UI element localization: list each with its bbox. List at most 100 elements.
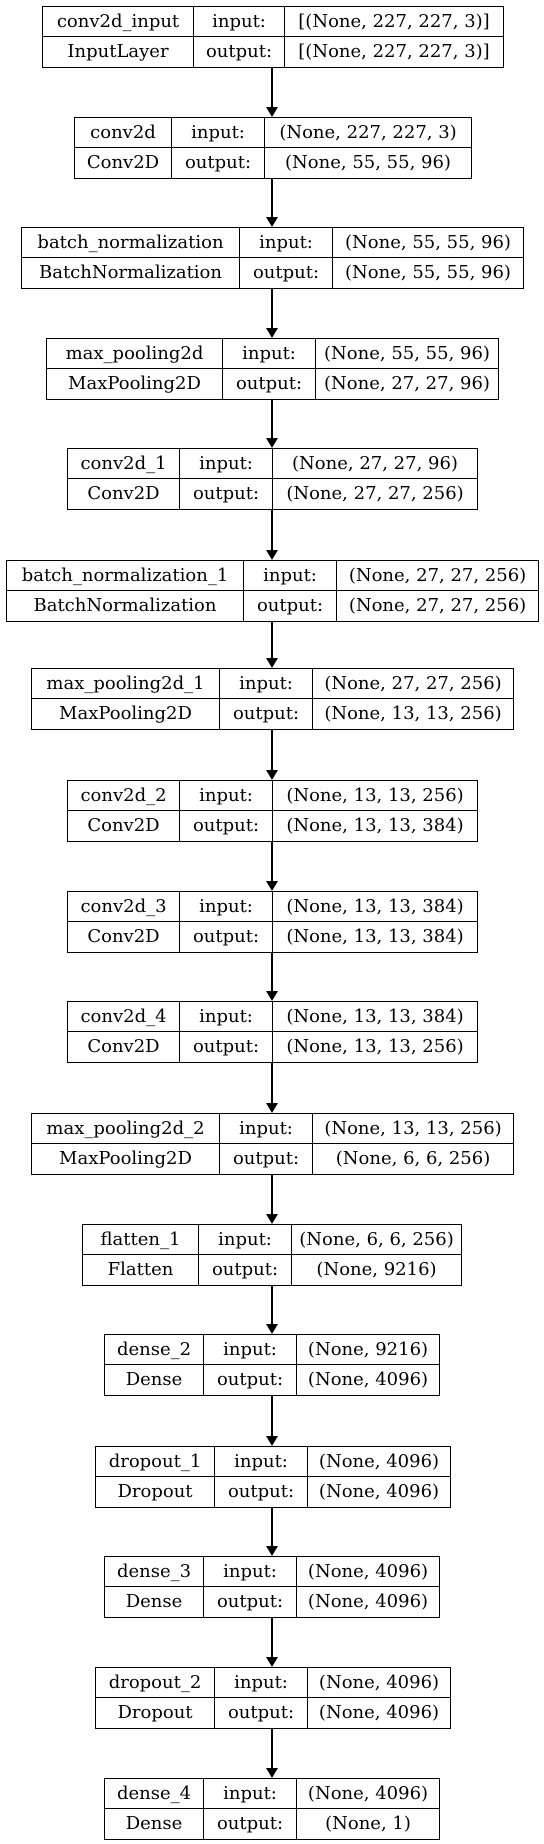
output-label: output: [244, 591, 337, 621]
input-label: input: [220, 669, 313, 698]
arrow-head-icon [266, 107, 278, 117]
layer-name: dense_4 [105, 1779, 204, 1808]
layer-type: Flatten [83, 1255, 199, 1285]
output-label: output: [220, 699, 313, 729]
input-shape: (None, 13, 13, 256) [286, 784, 464, 806]
layer-type: Dense [105, 1809, 204, 1839]
output-shape: (None, 13, 13, 384) [286, 926, 464, 947]
output-shape: (None, 4096) [307, 1369, 429, 1390]
output-label: output: [180, 811, 273, 841]
layer-name: flatten_1 [83, 1225, 199, 1254]
input-shape: (None, 4096) [307, 1560, 429, 1582]
layer-type: Conv2D [75, 148, 172, 178]
input-label: input: [204, 1779, 297, 1808]
output-label: output: [215, 1477, 308, 1507]
output-shape: (None, 27, 27, 96) [324, 373, 490, 394]
input-shape: (None, 27, 27, 256) [348, 564, 527, 586]
input-label: input: [199, 1225, 292, 1254]
input-label: input: [215, 1447, 308, 1476]
output-label: output: [240, 258, 333, 288]
layer-name: batch_normalization_1 [7, 561, 244, 590]
output-shape: (None, 13, 13, 256) [286, 1036, 464, 1057]
output-label: output: [194, 37, 285, 67]
output-label: output: [199, 1255, 292, 1285]
output-shape: (None, 27, 27, 256) [348, 595, 527, 616]
input-label: input: [180, 892, 273, 921]
layer-name: conv2d_4 [68, 1002, 180, 1031]
layer-name: max_pooling2d [47, 339, 223, 368]
input-shape: (None, 55, 55, 96) [324, 342, 490, 364]
output-label: output: [204, 1809, 297, 1839]
layer-type: Dropout [96, 1698, 215, 1728]
output-label: output: [220, 1144, 313, 1174]
arrow-head-icon [266, 1324, 278, 1334]
output-shape: (None, 55, 55, 96) [285, 152, 451, 173]
arrow-head-icon [266, 881, 278, 891]
arrow-head-icon [266, 438, 278, 448]
output-shape: (None, 4096) [307, 1591, 429, 1612]
arrow-head-icon [266, 1546, 278, 1556]
output-shape: (None, 9216) [316, 1259, 437, 1280]
output-shape: [(None, 227, 227, 3)] [298, 41, 490, 62]
input-shape: (None, 27, 27, 96) [292, 452, 458, 474]
output-shape: (None, 6, 6, 256) [335, 1148, 491, 1169]
input-shape: [(None, 227, 227, 3)] [298, 10, 490, 32]
input-shape: (None, 4096) [318, 1450, 440, 1472]
output-label: output: [204, 1587, 297, 1617]
layer-name: conv2d_2 [68, 781, 180, 810]
layer-type: Dropout [96, 1477, 215, 1507]
layer-type: Conv2D [68, 811, 180, 841]
input-label: input: [204, 1335, 297, 1364]
input-shape: (None, 13, 13, 256) [324, 1117, 502, 1139]
input-label: input: [223, 339, 316, 368]
output-shape: (None, 13, 13, 256) [324, 703, 502, 724]
layer-type: Conv2D [68, 1032, 180, 1062]
output-label: output: [180, 479, 273, 509]
layer-type: Conv2D [68, 479, 180, 509]
arrow-head-icon [266, 658, 278, 668]
arrow-head-icon [266, 550, 278, 560]
layer-type: InputLayer [43, 37, 194, 67]
input-shape: (None, 6, 6, 256) [299, 1228, 454, 1250]
arrow-head-icon [266, 217, 278, 227]
arrow-head-icon [266, 991, 278, 1001]
layer-name: dropout_1 [96, 1447, 215, 1476]
layer-name: conv2d_3 [68, 892, 180, 921]
layer-name: conv2d_1 [68, 449, 180, 478]
arrow-head-icon [266, 1657, 278, 1667]
layer-type: MaxPooling2D [47, 369, 223, 399]
output-label: output: [223, 369, 316, 399]
input-label: input: [172, 118, 265, 147]
input-shape: (None, 27, 27, 256) [324, 672, 502, 694]
output-label: output: [204, 1365, 297, 1395]
layer-name: dense_3 [105, 1557, 204, 1586]
input-label: input: [215, 1668, 308, 1697]
input-label: input: [194, 7, 285, 36]
input-label: input: [180, 781, 273, 810]
input-shape: (None, 4096) [307, 1782, 429, 1804]
input-shape: (None, 4096) [318, 1671, 440, 1693]
output-shape: (None, 4096) [318, 1481, 440, 1502]
output-label: output: [172, 148, 265, 178]
input-shape: (None, 13, 13, 384) [286, 895, 464, 917]
layer-type: MaxPooling2D [32, 699, 220, 729]
arrow-head-icon [266, 1214, 278, 1224]
layer-type: BatchNormalization [22, 258, 240, 288]
